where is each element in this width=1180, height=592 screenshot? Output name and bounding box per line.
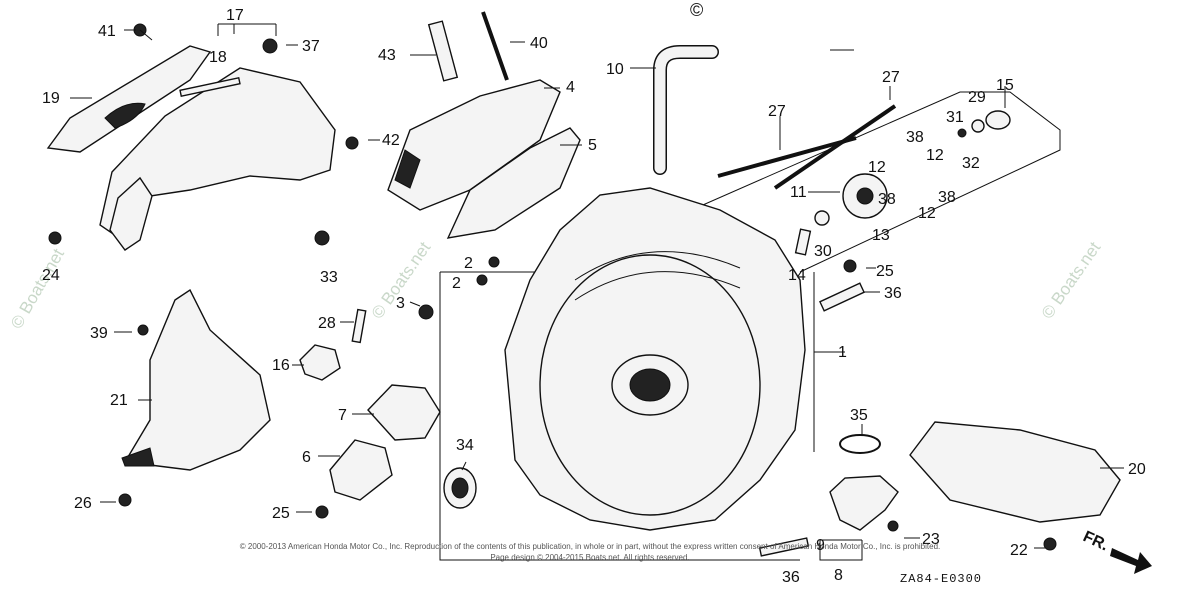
part-35-o-ring (839, 434, 881, 454)
callout-7: 7 (338, 407, 347, 424)
callout-21: 21 (110, 392, 128, 409)
callout-12c: 12 (918, 205, 936, 222)
callout-32: 32 (962, 155, 980, 172)
callout-43: 43 (378, 47, 396, 64)
callout-14: 14 (788, 267, 806, 284)
callout-40: 40 (530, 35, 548, 52)
callout-17: 17 (226, 7, 244, 24)
callout-19: 19 (42, 90, 60, 107)
callout-1: 1 (838, 344, 847, 361)
callout-12b: 12 (868, 159, 886, 176)
callout-35: 35 (850, 407, 868, 424)
callout-36a: 36 (884, 285, 902, 302)
part-18-pin (179, 76, 241, 98)
part-1-crankcase (504, 187, 806, 531)
leader-lines (70, 23, 1124, 549)
part-21-lower-shroud (121, 288, 271, 471)
callout-24: 24 (42, 267, 60, 284)
callout-41: 41 (98, 23, 116, 40)
watermark-left: © Boats.net (7, 245, 68, 332)
part-13-gear (842, 173, 888, 219)
part-17-shroud (99, 67, 336, 251)
part-5-gasket (446, 127, 581, 239)
callout-29: 29 (968, 89, 986, 106)
callout-10: 10 (606, 61, 624, 78)
callout-5: 5 (588, 137, 597, 154)
callout-8: 8 (834, 567, 843, 584)
callout-6: 6 (302, 449, 311, 466)
copyright-line-1: © 2000-2013 American Honda Motor Co., In… (240, 542, 941, 551)
part-6-gasket (329, 439, 393, 501)
callout-36b: 36 (782, 569, 800, 586)
watermark-right: © Boats.net (1038, 238, 1105, 322)
callout-20: 20 (1128, 461, 1146, 478)
callout-16: 16 (272, 357, 290, 374)
part-7-gasket (367, 384, 441, 441)
part-27-studs (717, 104, 897, 190)
callout-2b: 2 (452, 275, 461, 292)
callout-12a: 12 (926, 147, 944, 164)
copyright-line-2: Page design © 2004-2015 Boats.net. All r… (490, 553, 689, 562)
callout-27b: 27 (882, 69, 900, 86)
corner-copyright-mark: © (690, 0, 703, 20)
callout-3: 3 (396, 295, 405, 312)
callout-25a: 25 (876, 263, 894, 280)
callout-33: 33 (320, 269, 338, 286)
callout-18: 18 (209, 49, 227, 66)
callout-30: 30 (814, 243, 832, 260)
callout-13: 13 (872, 227, 890, 244)
part-callouts: 1 2 2 3 4 5 6 7 8 9 10 11 12 12 12 13 14… (42, 7, 1146, 586)
callout-25b: 25 (272, 505, 290, 522)
callout-2a: 2 (464, 255, 473, 272)
callout-39: 39 (90, 325, 108, 342)
callout-11: 11 (790, 184, 807, 201)
callout-31: 31 (946, 109, 964, 126)
front-direction-arrow: FR. (1080, 528, 1152, 574)
part-16-gasket (299, 344, 341, 381)
part-34-oil-seal (443, 467, 477, 509)
callout-28: 28 (318, 315, 336, 332)
fasteners (48, 11, 1057, 557)
assembly-frame (439, 91, 1061, 561)
diagram-code: ZA84-E0300 (900, 572, 982, 586)
callout-42: 42 (382, 132, 400, 149)
direction-label: FR. (1080, 528, 1111, 554)
callout-38b: 38 (938, 189, 956, 206)
part-4-cylinder-head (387, 79, 561, 211)
callout-4: 4 (566, 79, 575, 96)
callout-38a: 38 (906, 129, 924, 146)
callout-37: 37 (302, 38, 320, 55)
callout-22: 22 (1010, 542, 1028, 559)
callout-38c: 38 (878, 191, 896, 208)
callout-34: 34 (456, 437, 474, 454)
callout-23: 23 (922, 531, 940, 548)
callout-9: 9 (816, 537, 825, 554)
part-20-cover (909, 421, 1121, 523)
part-8-cap (829, 475, 899, 531)
part-19-cover (46, 45, 212, 153)
callout-15: 15 (996, 77, 1014, 94)
part-10-tube (653, 45, 719, 175)
callout-26: 26 (74, 495, 92, 512)
callout-27a: 27 (768, 103, 786, 120)
